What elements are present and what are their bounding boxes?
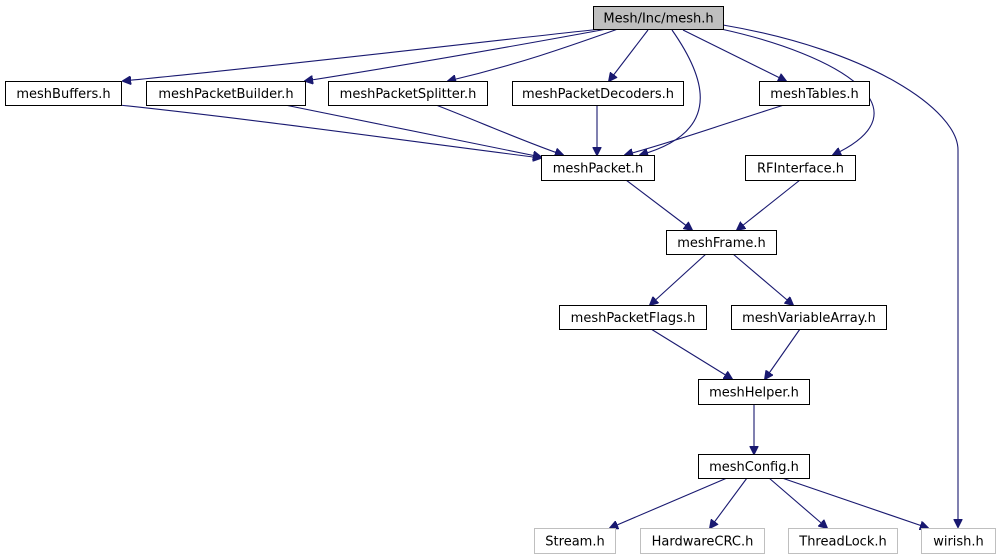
node-meshConfig[interactable]: meshConfig.h	[698, 454, 810, 479]
node-label: meshVariableArray.h	[742, 311, 876, 326]
node-meshBuffers[interactable]: meshBuffers.h	[5, 81, 122, 106]
node-label: meshTables.h	[770, 87, 858, 102]
edge-mesh-to-meshPacket	[640, 29, 701, 155]
node-label: HardwareCRC.h	[652, 535, 754, 550]
node-label: meshConfig.h	[709, 460, 799, 475]
node-box	[541, 155, 655, 181]
node-box	[593, 6, 724, 30]
node-box	[640, 528, 765, 554]
node-meshVariableArray[interactable]: meshVariableArray.h	[731, 305, 887, 330]
node-label: meshBuffers.h	[16, 87, 110, 102]
node-box	[788, 528, 898, 554]
node-meshPacketFlags[interactable]: meshPacketFlags.h	[559, 305, 707, 330]
node-label: RFInterface.h	[757, 162, 844, 177]
edge-meshPacket-to-meshFrame	[625, 179, 692, 230]
node-label: meshPacketSplitter.h	[340, 87, 477, 102]
edge-mesh-to-meshPacketBuilder	[305, 28, 608, 81]
node-label: meshPacketDecoders.h	[522, 87, 674, 102]
node-box	[731, 305, 887, 330]
node-meshPacketDecoders[interactable]: meshPacketDecoders.h	[512, 81, 684, 106]
edge-meshPacketFlags-to-meshHelper	[650, 328, 732, 379]
node-box	[534, 528, 616, 554]
edge-meshConfig-to-HardwareCRC	[710, 477, 748, 528]
edge-meshConfig-to-ThreadLock	[768, 477, 827, 528]
node-box	[745, 155, 856, 181]
node-label: Mesh/Inc/mesh.h	[603, 12, 713, 27]
edge-meshConfig-to-wirish	[781, 477, 928, 528]
edge-meshFrame-to-meshPacketFlags	[650, 253, 707, 305]
node-meshHelper[interactable]: meshHelper.h	[698, 379, 810, 405]
node-wirish: wirish.h	[921, 528, 996, 554]
node-label: meshHelper.h	[709, 386, 799, 401]
node-label: meshPacketFlags.h	[571, 311, 696, 326]
node-box	[698, 379, 810, 405]
nodes-layer: Mesh/Inc/mesh.h meshBuffers.h meshPacketBu…	[5, 6, 996, 554]
node-mesh[interactable]: Mesh/Inc/mesh.h	[593, 6, 724, 30]
node-box	[921, 528, 996, 554]
node-box	[5, 81, 122, 106]
edge-mesh-to-meshPacketDecoders	[609, 29, 649, 81]
edge-mesh-to-meshTables	[682, 29, 786, 81]
node-HardwareCRC: HardwareCRC.h	[640, 528, 765, 554]
node-label: meshPacketBuilder.h	[158, 87, 293, 102]
edge-meshVariableArray-to-meshHelper	[765, 328, 801, 379]
edge-RFInterface-to-meshFrame	[737, 179, 801, 230]
edge-meshPacketBuilder-to-meshPacket	[284, 104, 541, 157]
node-box	[698, 454, 810, 479]
node-meshPacketBuilder[interactable]: meshPacketBuilder.h	[146, 81, 306, 106]
node-meshFrame[interactable]: meshFrame.h	[666, 230, 777, 255]
node-Stream: Stream.h	[534, 528, 616, 554]
edge-meshConfig-to-Stream	[610, 477, 728, 528]
node-label: meshPacket.h	[553, 162, 644, 177]
node-box	[759, 81, 870, 106]
node-label: Stream.h	[545, 535, 604, 550]
node-RFInterface[interactable]: RFInterface.h	[745, 155, 856, 181]
edge-mesh-to-wirish	[722, 24, 958, 527]
node-label: ThreadLock.h	[798, 535, 886, 550]
node-meshPacketSplitter[interactable]: meshPacketSplitter.h	[328, 81, 488, 106]
node-meshTables[interactable]: meshTables.h	[759, 81, 870, 106]
node-meshPacket[interactable]: meshPacket.h	[541, 155, 655, 181]
edge-meshBuffers-to-meshPacket	[118, 104, 541, 158]
edge-meshTables-to-meshPacket	[625, 104, 785, 155]
edge-meshFrame-to-meshVariableArray	[732, 253, 793, 305]
node-box	[666, 230, 777, 255]
node-box	[146, 81, 306, 106]
node-box	[512, 81, 684, 106]
node-box	[559, 305, 707, 330]
edge-mesh-to-meshBuffers	[123, 28, 602, 81]
node-ThreadLock: ThreadLock.h	[788, 528, 898, 554]
node-label: wirish.h	[933, 535, 984, 550]
edge-meshPacketSplitter-to-meshPacket	[435, 104, 563, 155]
edge-mesh-to-meshPacketSplitter	[448, 28, 619, 81]
node-box	[328, 81, 488, 106]
node-label: meshFrame.h	[677, 236, 766, 251]
edges-layer	[118, 24, 958, 528]
